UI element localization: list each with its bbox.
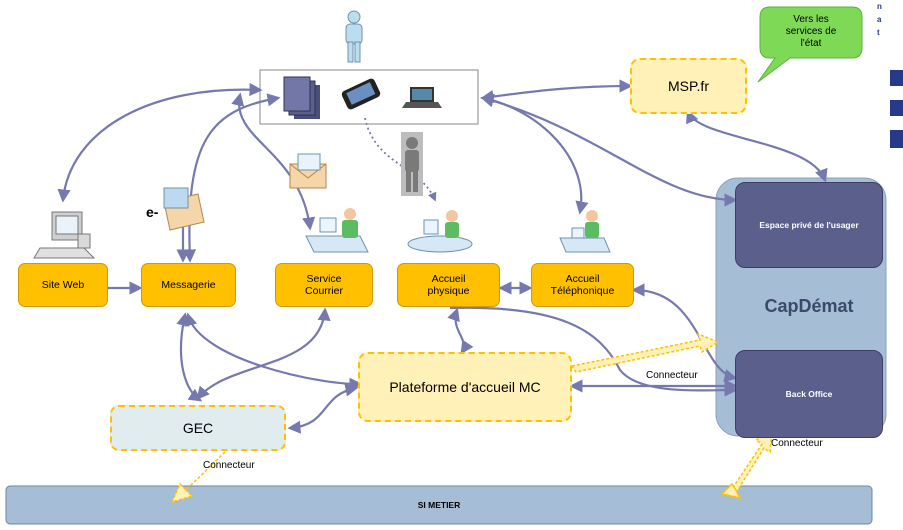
si-metier-box: SI METIER	[6, 486, 872, 524]
messagerie-box: Messagerie	[141, 263, 236, 307]
capdemat-label: CapDémat	[764, 295, 854, 316]
email-prefix-label: e-	[146, 204, 159, 220]
mail-envelope-icon	[289, 153, 327, 189]
service-courrier-box: Service Courrier	[275, 263, 373, 307]
arrow-panel-siteweb	[57, 82, 263, 203]
corner-strip-3	[890, 130, 903, 148]
back-office-box: Back Office	[735, 350, 883, 438]
arrow-messagerie-plateforme	[184, 312, 363, 391]
arrow-telephonique-backoffice	[631, 283, 738, 383]
courrier-desk-worker-icon	[305, 208, 369, 253]
si-metier-label: SI METIER	[417, 500, 461, 510]
corner-char-3: t	[877, 28, 880, 37]
back-office-label: Back Office	[785, 389, 833, 399]
arrow-panel-msp	[480, 79, 633, 104]
visitor-person-icon	[401, 132, 423, 196]
arrow-msp-espace	[686, 109, 828, 183]
si-metier-bar	[5, 485, 873, 525]
site-web-box: Site Web	[18, 263, 108, 307]
arrow-panel-courrier	[231, 92, 316, 231]
arrow-messagerie-gec	[176, 312, 203, 402]
messagerie-label: Messagerie	[161, 279, 216, 291]
corner-text-fragment: n a t	[877, 0, 890, 39]
documents-icon	[283, 76, 320, 119]
connecteur-gec-label: Connecteur	[203, 460, 255, 471]
laptop-icon	[402, 87, 442, 108]
smartphone-icon	[341, 78, 381, 110]
arrow-panel-espace	[480, 94, 738, 207]
capdemat-title: CapDémat	[735, 282, 883, 330]
arrow-gec-plateforme	[287, 383, 359, 434]
email-envelope-icon	[163, 187, 205, 231]
connecteur-plateforme-label: Connecteur	[646, 370, 698, 381]
arrow-physique-plateforme	[447, 307, 474, 355]
gec-label: GEC	[182, 420, 214, 436]
site-web-label: Site Web	[41, 279, 85, 291]
gec-box: GEC	[110, 405, 286, 451]
msp-box: MSP.fr	[630, 58, 747, 114]
accueil-telephonique-box: Accueil Téléphonique	[531, 263, 634, 307]
speech-bubble-text: Vers les services de l'état	[762, 9, 860, 55]
arrow-courrier-gec	[196, 307, 331, 401]
speech-bubble	[757, 6, 863, 83]
connecteur-backoffice-label: Connecteur	[771, 438, 823, 449]
espace-prive-label: Espace privé de l'usager	[759, 220, 859, 230]
plateforme-box: Plateforme d'accueil MC	[358, 352, 572, 422]
physique-desk-worker-icon	[407, 210, 473, 253]
corner-char-2: a	[877, 15, 882, 24]
plateforme-label: Plateforme d'accueil MC	[389, 379, 541, 395]
accueil-telephonique-label: Accueil Téléphonique	[550, 273, 615, 297]
corner-strip-2	[890, 100, 903, 116]
connection-arrows	[57, 79, 828, 434]
desktop-computer-icon	[33, 211, 96, 259]
msp-label: MSP.fr	[668, 78, 709, 94]
connector-arrows	[170, 332, 773, 504]
espace-prive-box: Espace privé de l'usager	[735, 182, 883, 268]
corner-char-1: n	[877, 2, 882, 11]
accueil-physique-label: Accueil physique	[427, 273, 470, 297]
speech-bubble-label: Vers les services de l'état	[785, 14, 837, 49]
user-person-icon	[345, 10, 363, 63]
telephone-desk-worker-icon	[559, 210, 611, 253]
service-courrier-label: Service Courrier	[305, 273, 343, 297]
accueil-physique-box: Accueil physique	[397, 263, 500, 307]
dotted-arrow-visit	[364, 117, 437, 202]
corner-strip-1	[890, 70, 903, 86]
